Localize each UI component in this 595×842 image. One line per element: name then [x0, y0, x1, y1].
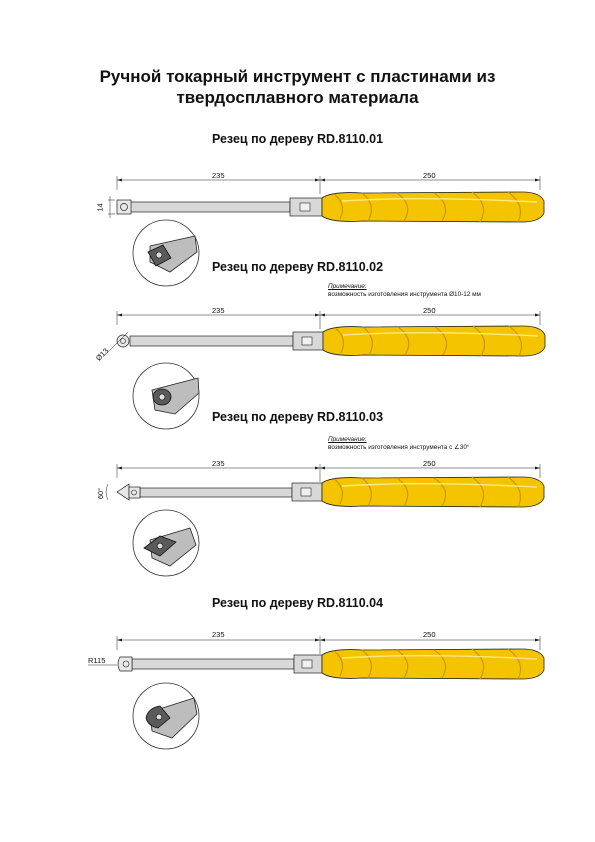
shaft-3 [139, 487, 293, 498]
note-text-3: возможность изготовления инструмента с ∠… [328, 444, 470, 451]
insert-detail-3 [132, 509, 200, 577]
tip-3 [116, 483, 130, 501]
tip-1 [116, 199, 132, 215]
section-title-2: Резец по дереву RD.8110.02 [211, 260, 384, 274]
dim-handle-3: 250 [423, 459, 436, 468]
tool-4 [88, 635, 545, 750]
dim-shaft-1: 235 [212, 171, 225, 180]
dim-shaft-3: 235 [212, 459, 225, 468]
section-title-3: Резец по дереву RD.8110.03 [211, 410, 384, 424]
tip-4 [117, 656, 133, 672]
dim-handle-4: 250 [423, 630, 436, 639]
tool-1 [108, 175, 545, 287]
insert-detail-2 [132, 362, 200, 430]
insert-detail-4 [132, 682, 200, 750]
tip-2 [116, 334, 130, 348]
dim-shaft-2: 235 [212, 306, 225, 315]
insert-detail-1 [132, 219, 200, 287]
tool-3 [105, 463, 545, 577]
side-dim-4: R115 [88, 656, 106, 665]
dim-handle-2: 250 [423, 306, 436, 315]
shaft-2 [129, 335, 294, 347]
section-title-4: Резец по дереву RD.8110.04 [211, 596, 384, 610]
note-text-2: возможность изготовления инструмента Ø10… [328, 291, 481, 298]
shaft-1 [129, 201, 291, 213]
page-title-line2: твердосплавного материала [176, 88, 419, 107]
shaft-4 [131, 658, 295, 670]
page-title: Ручной токарный инструмент с пластинами … [0, 66, 595, 108]
section-title-1: Резец по дереву RD.8110.01 [211, 132, 384, 146]
screw-icon [120, 203, 128, 211]
tool-2 [107, 310, 546, 430]
dim-shaft-4: 235 [212, 630, 225, 639]
note-3: Примечание: возможность изготовления инс… [328, 436, 469, 452]
page-title-line1: Ручной токарный инструмент с пластинами … [99, 67, 496, 86]
note-heading-2: Примечание: [328, 283, 367, 290]
note-heading-3: Примечание: [328, 436, 367, 443]
dim-handle-1: 250 [423, 171, 436, 180]
note-2: Примечание: возможность изготовления инс… [328, 283, 481, 299]
